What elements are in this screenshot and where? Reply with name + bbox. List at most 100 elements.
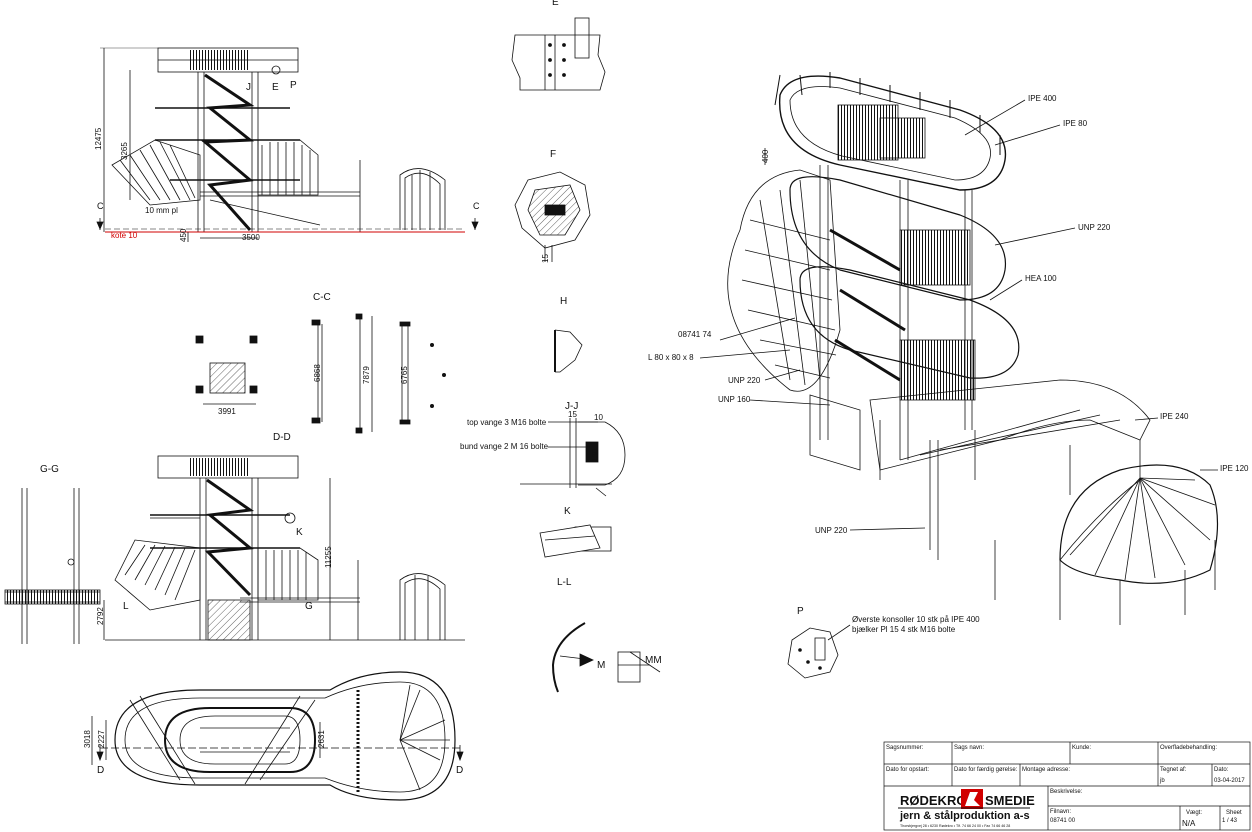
dim-2631: 2631 <box>317 730 326 748</box>
isometric-view <box>699 72 1219 625</box>
section-marker-c-left: C <box>97 201 104 211</box>
detail-jj-130: 130 <box>591 448 600 462</box>
label-hea100: HEA 100 <box>1025 274 1057 283</box>
detail-jj-10: 10 <box>594 413 603 422</box>
detail-e-title: E <box>552 0 559 8</box>
logo-address: Thorsbjergvej 28 • 6230 Rødekro • Tlf. 7… <box>900 824 1010 828</box>
label-ipe80: IPE 80 <box>1063 119 1088 128</box>
section-cc <box>195 313 446 434</box>
section-dd-labels: D-D 11255 2792 K L G <box>96 432 333 625</box>
dim-7879: 7879 <box>362 366 371 384</box>
dim-dd-height: 11255 <box>324 546 333 568</box>
isometric-labels: IPE 400 IPE 80 UNP 220 HEA 100 08741 74 … <box>648 94 1249 535</box>
logo-text-rodekro: RØDEKRO <box>900 793 966 808</box>
tag-l: L <box>123 601 129 612</box>
detail-mm-tag: MM <box>645 655 662 666</box>
label-l80: L 80 x 80 x 8 <box>648 353 694 362</box>
dim-3991: 3991 <box>218 407 236 416</box>
company-logo: RØDEKRO SMEDIE jern & stålproduktion a-s… <box>898 789 1035 828</box>
dim-400: 400 <box>761 149 770 163</box>
label-ipe400: IPE 400 <box>1028 94 1057 103</box>
tb-dato: Dato: <box>1214 767 1229 773</box>
detail-jj-bund-note: bund vange 2 M 16 bolte <box>460 442 549 451</box>
section-gg <box>4 488 101 644</box>
logo-subtitle: jern & stålproduktion a-s <box>899 810 1030 822</box>
detail-p-title: P <box>797 606 804 617</box>
section-dd <box>103 455 465 641</box>
plan-labels: D D 3018 2227 2631 <box>83 730 463 776</box>
detail-ll-labels: L-L M MM <box>557 577 662 671</box>
plate-label: 10 mm pl <box>145 206 178 215</box>
tb-filnavn: Filnavn: <box>1050 809 1071 815</box>
tb-vaegt: Vægt: <box>1186 810 1202 816</box>
detail-p-labels: P Øverste konsoller 10 stk på IPE 400 bj… <box>797 606 980 634</box>
detail-f-dim: 15 <box>541 254 550 263</box>
section-marker-c-right: C <box>473 201 480 211</box>
tb-tegnet-value: jb <box>1159 778 1165 784</box>
dim-elevation-width: 3500 <box>242 233 260 242</box>
detail-m-tag: M <box>597 660 605 671</box>
detail-p-note-2: bjælker Pl 15 4 stk M16 bolte <box>852 625 956 634</box>
tb-tegnet-af: Tegnet af: <box>1160 767 1187 773</box>
label-unp220-mid: UNP 220 <box>728 376 761 385</box>
tag-j: J <box>246 82 251 93</box>
detail-jj <box>520 418 626 497</box>
elevation-labels: C C 12475 3265 450 3500 10 mm pl kote 10… <box>94 80 480 242</box>
label-unp220-lower: UNP 220 <box>815 526 848 535</box>
detail-ll <box>551 622 661 693</box>
tag-e: E <box>272 82 279 93</box>
tb-vaegt-value: N/A <box>1182 819 1196 828</box>
tb-kunde: Kunde: <box>1072 745 1091 751</box>
dim-dd-base: 2792 <box>96 607 105 625</box>
dim-elevation-base: 450 <box>179 228 188 242</box>
label-unp220-upper: UNP 220 <box>1078 223 1111 232</box>
dim-elevation-height: 12475 <box>94 127 103 150</box>
dim-2227: 2227 <box>97 730 106 748</box>
kote-label: kote 10 <box>111 231 138 240</box>
detail-ll-title: L-L <box>557 577 572 588</box>
detail-k <box>539 524 612 558</box>
dim-6868: 6868 <box>313 364 322 382</box>
label-ipe240: IPE 240 <box>1160 412 1189 421</box>
dim-3018: 3018 <box>83 730 92 748</box>
dim-elevation-mid: 3265 <box>120 142 129 160</box>
section-gg-title: G-G <box>40 464 59 475</box>
tb-sagsnummer: Sagsnummer: <box>886 745 924 751</box>
logo-emblem-mark <box>965 792 980 806</box>
detail-f <box>514 171 591 262</box>
section-cc-labels: C-C 3991 6868 7879 6765 <box>218 292 409 416</box>
detail-jj-15: 15 <box>568 410 577 419</box>
detail-p <box>787 624 851 679</box>
tb-sheet: Sheet <box>1226 810 1242 816</box>
tag-k: K <box>296 527 303 538</box>
tag-g: G <box>305 601 313 612</box>
detail-h-title: H <box>560 296 567 307</box>
detail-jj-labels: J-J 15 10 130 top vange 3 M16 bolte bund… <box>460 401 603 462</box>
tb-filnavn-value: 08741 00 <box>1050 818 1076 824</box>
tb-sheet-value: 1 / 43 <box>1222 818 1238 824</box>
tb-montage: Montage adresse: <box>1022 767 1070 773</box>
label-ipe120: IPE 120 <box>1220 464 1249 473</box>
label-08741-74: 08741 74 <box>678 330 712 339</box>
section-marker-d-right: D <box>456 765 463 776</box>
tb-beskrivelse: Beskrivelse: <box>1050 789 1083 795</box>
tag-p: P <box>290 80 297 91</box>
detail-p-note-1: Øverste konsoller 10 stk på IPE 400 <box>852 615 980 624</box>
plan-view <box>91 671 464 801</box>
tb-dato-opstart: Dato for opstart: <box>886 767 929 773</box>
detail-k-title: K <box>564 506 571 517</box>
section-cc-title: C-C <box>313 292 331 303</box>
elevation-view <box>96 47 479 242</box>
tb-dato-faerdig: Dato for færdig gørelse: <box>954 767 1018 773</box>
title-block-text: Sagsnummer: Sags navn: Kunde: Overfladeb… <box>886 745 1245 828</box>
section-dd-title: D-D <box>273 432 291 443</box>
dim-6765: 6765 <box>400 366 409 384</box>
title-block <box>883 741 1251 831</box>
logo-text-smedie: SMEDIE <box>985 793 1035 808</box>
detail-h <box>554 329 583 373</box>
label-unp160: UNP 160 <box>718 395 751 404</box>
detail-f-title: F <box>550 149 556 160</box>
section-marker-d-left: D <box>97 765 104 776</box>
